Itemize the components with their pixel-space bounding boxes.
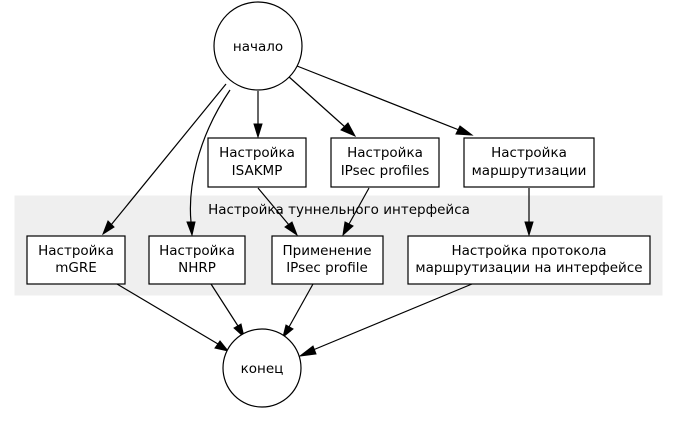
node-nhrp-line2: NHRP bbox=[178, 260, 216, 276]
node-apply-ipsec-line2: IPsec profile bbox=[286, 260, 368, 276]
node-mgre-line1: Настройка bbox=[38, 243, 114, 259]
arrowhead bbox=[253, 123, 263, 139]
node-end-label: конец bbox=[241, 361, 284, 377]
node-routing-protocol: Настройка протокола маршрутизации на инт… bbox=[407, 235, 651, 285]
node-ipsec-profiles-line1: Настройка bbox=[347, 145, 423, 161]
edge-mgre-end bbox=[116, 283, 219, 345]
node-routing-line1: Настройка bbox=[491, 145, 567, 161]
edge-apply-end bbox=[288, 283, 314, 328]
edge-start-ipsec-profiles bbox=[287, 75, 346, 128]
node-isakmp-line2: ISAKMP bbox=[232, 163, 283, 179]
arrowhead bbox=[342, 221, 354, 237]
arrowhead bbox=[233, 323, 245, 339]
node-routing-protocol-line1: Настройка протокола bbox=[451, 243, 606, 259]
arrowhead bbox=[340, 122, 357, 138]
edge-isakmp-apply bbox=[257, 187, 290, 226]
edge-start-mgre bbox=[110, 83, 227, 226]
node-routing: Настройка маршрутизации bbox=[463, 137, 595, 188]
node-start-label: начало bbox=[233, 39, 283, 55]
arrowhead bbox=[101, 220, 115, 236]
node-mgre: Настройка mGRE bbox=[26, 235, 126, 285]
arrowhead bbox=[298, 345, 317, 357]
edge-start-routing bbox=[296, 65, 460, 131]
arrowhead bbox=[284, 221, 299, 237]
arrowhead bbox=[186, 221, 196, 237]
node-isakmp: Настройка ISAKMP bbox=[207, 137, 307, 188]
arrowhead bbox=[214, 340, 230, 352]
node-ipsec-profiles-line2: IPsec profiles bbox=[341, 163, 430, 179]
node-nhrp-line1: Настройка bbox=[159, 243, 235, 259]
node-apply-ipsec: Применение IPsec profile bbox=[271, 235, 384, 285]
node-start: начало bbox=[213, 1, 303, 91]
arrowhead bbox=[282, 324, 294, 339]
edges bbox=[101, 65, 534, 357]
cluster-label: Настройка туннельного интерфейса bbox=[208, 202, 470, 218]
arrowhead bbox=[455, 125, 474, 136]
edge-ipsec-profiles-apply bbox=[348, 187, 370, 225]
node-ipsec-profiles: Настройка IPsec profiles bbox=[330, 137, 440, 188]
edge-nhrp-end bbox=[210, 283, 239, 327]
node-mgre-line2: mGRE bbox=[55, 260, 97, 276]
arrowhead bbox=[524, 221, 534, 237]
edge-start-nhrp bbox=[189, 89, 231, 223]
edge-routing-protocol-end bbox=[312, 283, 473, 351]
node-apply-ipsec-line1: Применение bbox=[282, 243, 371, 259]
node-nhrp: Настройка NHRP bbox=[148, 235, 246, 285]
node-end: конец bbox=[222, 328, 302, 408]
node-isakmp-line1: Настройка bbox=[219, 145, 295, 161]
node-routing-protocol-line2: маршрутизации на интерфейсе bbox=[415, 260, 642, 276]
node-routing-line2: маршрутизации bbox=[472, 163, 587, 179]
